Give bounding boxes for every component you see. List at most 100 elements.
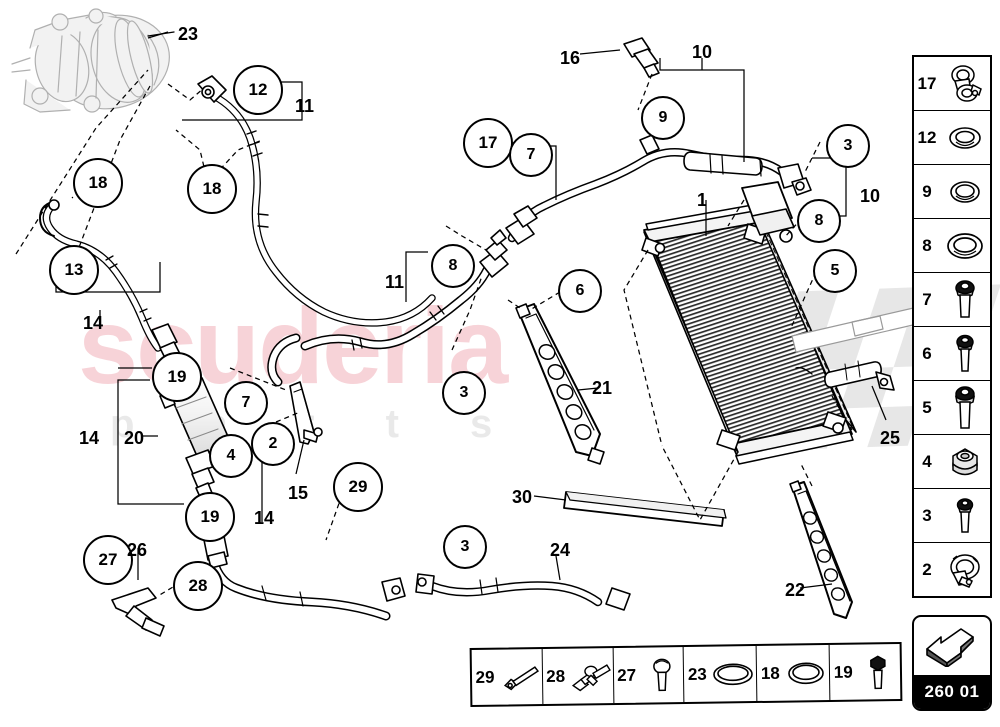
bracket-22 (789, 480, 853, 619)
callout-bubble-2[interactable]: 2 (251, 422, 295, 466)
callout-bubble-9[interactable]: 9 (641, 96, 685, 140)
callout-bubble-4[interactable]: 4 (209, 434, 253, 478)
callout-label-23: 23 (178, 24, 199, 44)
legend-column-right: 17 12 (912, 55, 992, 598)
callout-label-10: 10 (692, 42, 713, 62)
legend-row[interactable]: 5 (914, 381, 990, 435)
legend-number: 28 (546, 666, 566, 686)
callout-label-30: 30 (512, 487, 533, 507)
callout-label-24: 24 (550, 540, 571, 560)
callout-label-1: 1 (697, 190, 708, 210)
legend-cell[interactable]: 23 (683, 646, 758, 703)
legend-cell[interactable]: 27 (613, 647, 685, 704)
callout-label-21: 21 (592, 378, 613, 398)
hose-bottom-left (203, 535, 406, 621)
arrow-3d-icon (914, 617, 990, 673)
callout-bubble-18[interactable]: 18 (187, 164, 237, 214)
hose-main-center (267, 229, 509, 387)
legend-row[interactable]: 2 (914, 543, 990, 596)
diagram-code-box: 260 01 (912, 615, 992, 711)
callout-label-11: 11 (295, 96, 315, 116)
callout-label-25: 25 (880, 428, 901, 448)
legend-cell[interactable]: 19 (830, 644, 900, 700)
hose-top-right (505, 37, 812, 245)
callout-label-22: 22 (785, 580, 806, 600)
legend-row[interactable]: 7 (914, 273, 990, 327)
bracket-15 (289, 381, 323, 445)
callout-bubble-5[interactable]: 5 (813, 249, 857, 293)
callout-bubble-17[interactable]: 17 (463, 118, 513, 168)
callout-bubble-19[interactable]: 19 (152, 352, 202, 402)
flange-nut-icon (940, 442, 990, 482)
callout-bubble-8[interactable]: 8 (797, 199, 841, 243)
legend-strip-bottom: 29 28 (469, 641, 903, 708)
bracket-clip-icon (568, 659, 612, 694)
callout-label-15: 15 (288, 483, 309, 503)
bolt-short-icon (940, 494, 990, 538)
callout-bubble-3[interactable]: 3 (442, 371, 486, 415)
pin-clip-icon (498, 661, 542, 694)
legend-number: 19 (833, 662, 853, 682)
callout-bubble-19[interactable]: 19 (185, 492, 235, 542)
callout-bubble-7[interactable]: 7 (509, 133, 553, 177)
oring-icon (940, 175, 990, 209)
rivet-icon (639, 655, 683, 696)
legend-number: 17 (917, 73, 937, 93)
bolt-icon (940, 277, 990, 323)
legend-row[interactable]: 4 (914, 435, 990, 489)
bolt-long-icon (940, 384, 990, 432)
callout-label-14: 14 (254, 508, 275, 528)
callout-bubble-13[interactable]: 13 (49, 245, 99, 295)
callout-bubble-29[interactable]: 29 (333, 462, 383, 512)
legend-row[interactable]: 17 (914, 57, 990, 111)
legend-cell[interactable]: 18 (756, 644, 831, 702)
legend-row[interactable]: 8 (914, 219, 990, 273)
hose-24 (415, 573, 631, 611)
legend-number: 23 (687, 664, 707, 684)
legend-number: 27 (617, 665, 637, 685)
callout-bubble-8[interactable]: 8 (431, 244, 475, 288)
callout-bubble-3[interactable]: 3 (443, 525, 487, 569)
legend-number: 18 (760, 663, 780, 683)
legend-number: 5 (922, 397, 932, 417)
callout-bubble-27[interactable]: 27 (83, 535, 133, 585)
callout-bubble-6[interactable]: 6 (558, 269, 602, 313)
callout-bubble-28[interactable]: 28 (173, 561, 223, 611)
callout-label-14: 14 (79, 428, 100, 448)
condenser-1 (641, 181, 857, 465)
callout-label-16: 16 (560, 48, 581, 68)
strip-30 (563, 491, 727, 527)
legend-number: 2 (922, 559, 932, 579)
legend-row[interactable]: 6 (914, 327, 990, 381)
legend-number: 12 (917, 127, 937, 147)
callout-label-11: 11 (385, 272, 405, 292)
callout-bubble-12[interactable]: 12 (233, 65, 283, 115)
callout-bubble-18[interactable]: 18 (73, 158, 123, 208)
compressor-part (11, 8, 170, 113)
legend-cell[interactable]: 29 (471, 649, 544, 705)
callout-bubble-3[interactable]: 3 (826, 124, 870, 168)
diagram-code: 260 01 (914, 675, 990, 709)
callout-label-10: 10 (860, 186, 881, 206)
callout-label-20: 20 (124, 428, 145, 448)
receiver-25 (795, 360, 895, 391)
legend-number: 7 (922, 289, 932, 309)
callout-label-26: 26 (127, 540, 148, 560)
callout-bubble-7[interactable]: 7 (224, 381, 268, 425)
legend-row[interactable]: 12 (914, 111, 990, 165)
legend-number: 29 (475, 667, 495, 687)
legend-row[interactable]: 9 (914, 165, 990, 219)
legend-number: 8 (922, 235, 932, 255)
legend-cell[interactable]: 28 (542, 648, 615, 704)
legend-number: 3 (922, 505, 932, 525)
clip-26 (111, 587, 165, 637)
oring-icon (940, 121, 990, 155)
legend-row[interactable]: 3 (914, 489, 990, 543)
clamp-double-icon (940, 63, 990, 105)
legend-number: 9 (922, 181, 932, 201)
callout-label-14: 14 (83, 313, 104, 333)
hose-clamp-icon (940, 549, 990, 591)
legend-number: 4 (922, 451, 932, 471)
